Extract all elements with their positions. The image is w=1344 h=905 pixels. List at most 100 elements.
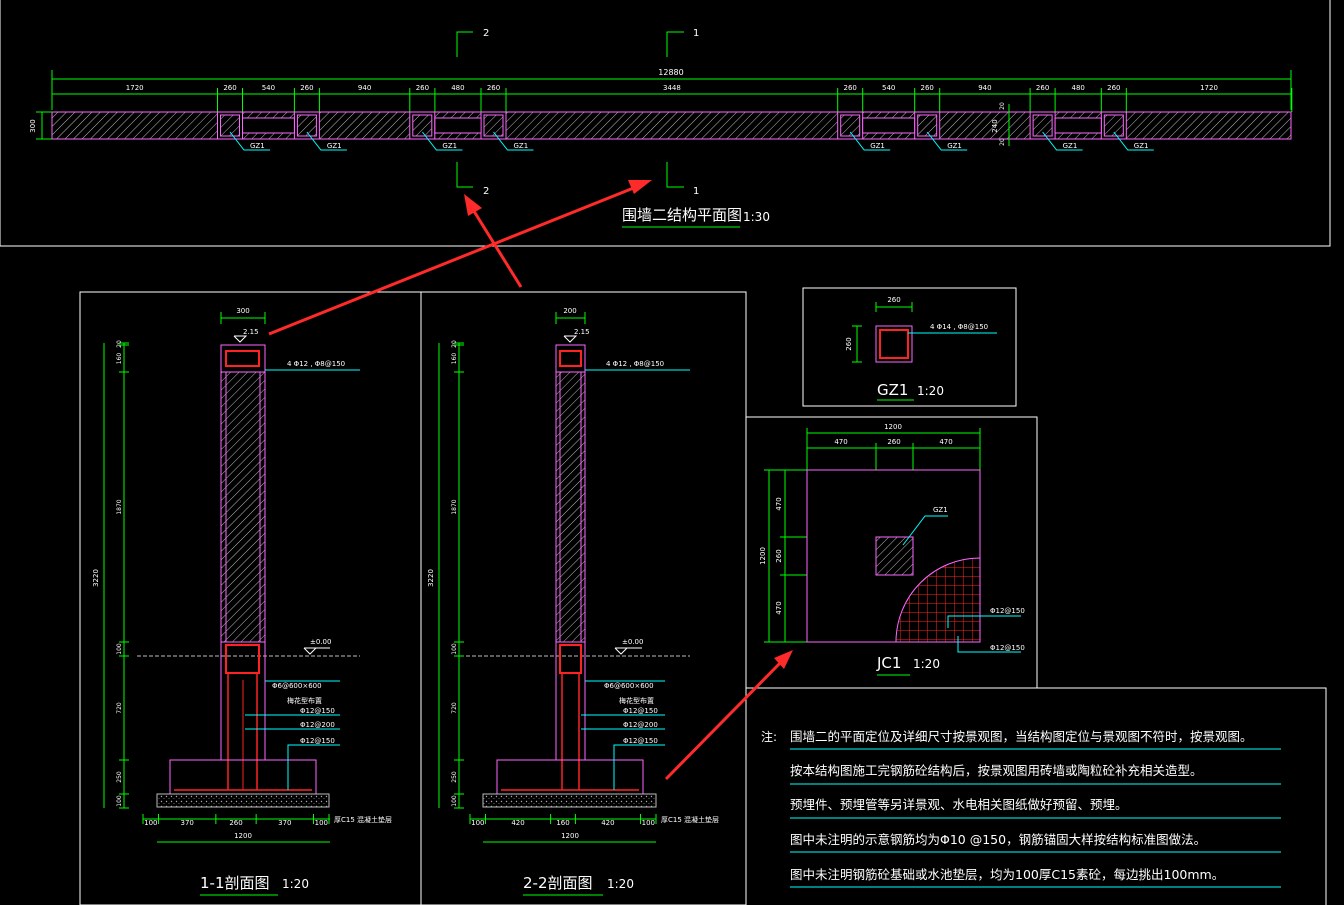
- plan-column-leader: [229, 131, 270, 151]
- arrow-to-jc1: [664, 650, 793, 781]
- plan-segment-dim: 260: [487, 84, 500, 92]
- gz1-width: 260: [887, 296, 900, 304]
- section11-vdim: 100: [116, 643, 123, 655]
- plan-column-leader: [926, 131, 968, 151]
- plan-column-core: [483, 114, 504, 137]
- section22-hdim: 420: [511, 819, 524, 827]
- svg-text:2: 2: [483, 186, 489, 197]
- gz1-rebar: 4 Φ14 , Φ8@150: [930, 323, 988, 331]
- s11-ground: ±0.00: [310, 638, 331, 646]
- s22-beam-rebar: 4 Φ12 , Φ8@150: [606, 360, 664, 368]
- section22-hdim: 420: [601, 819, 614, 827]
- gz1-scale: 1:20: [917, 384, 944, 398]
- plan-segment-dim: 260: [416, 84, 429, 92]
- section-1-1-panel: 300 2.15 4 Φ12 , Φ8@150 ±0.00 Φ6@600×600: [79, 291, 422, 905]
- plan-column-label: GZ1: [514, 142, 529, 150]
- section11-vdim: 250: [116, 771, 123, 783]
- plan-segment-dim: 480: [1072, 84, 1085, 92]
- s11-title: 1-1剖面图: [200, 874, 270, 892]
- plan-column-core: [296, 114, 317, 137]
- plan-scale: 1:30: [743, 210, 770, 224]
- s22-scale: 1:20: [607, 877, 634, 891]
- s22-total-height: 3220: [427, 569, 435, 587]
- svg-text:1: 1: [693, 28, 699, 39]
- plan-column-core: [220, 114, 240, 137]
- jc1-left-dim-2: 260: [775, 549, 783, 562]
- svg-text:1: 1: [693, 186, 699, 197]
- plan-column-leader: [493, 131, 534, 151]
- section22-hdim: 100: [471, 819, 484, 827]
- section22-vdim: 250: [451, 771, 458, 783]
- section11-vdim: 720: [116, 702, 123, 714]
- jc1-scale: 1:20: [913, 657, 940, 671]
- plan-segment-dim: 260: [921, 84, 934, 92]
- arrow-to-section-1: [268, 180, 652, 336]
- plan-column-label: GZ1: [947, 142, 962, 150]
- plan-small-dim-1: 20: [999, 102, 1006, 110]
- s11-rebar-3: Φ12@150: [300, 737, 335, 745]
- section11-hdim: 260: [229, 819, 242, 827]
- plan-segment-dim: 3448: [663, 84, 681, 92]
- s11-beam-elev: 2.15: [243, 328, 259, 336]
- jc1-top-dim-2: 260: [887, 438, 900, 446]
- plan-column-label: GZ1: [327, 142, 342, 150]
- plan-segment-dim: 1720: [1200, 84, 1218, 92]
- s22-cushion: 厚C15 混凝土垫层: [661, 815, 719, 824]
- plan-total-dim: 12880: [658, 68, 683, 77]
- plan-column-leader: [849, 131, 891, 151]
- plan-segment-ticks: [217, 88, 1293, 112]
- jc1-left-dim-1: 470: [775, 497, 783, 510]
- note-3: 预埋件、预埋管等另详景观、水电相关图纸做好预留、预埋。: [790, 797, 1128, 812]
- s11-base-width: 1200: [234, 832, 252, 840]
- s11-scale: 1:20: [282, 877, 309, 891]
- jc1-rebar-2: Φ12@150: [990, 644, 1025, 652]
- section22-vdim: 1870: [451, 499, 458, 514]
- s11-mesh: Φ6@600×600: [272, 682, 322, 690]
- note-2: 按本结构图施工完钢筋砼结构后，按景观图用砖墙或陶粒砼补充相关造型。: [790, 763, 1203, 778]
- plan-segment-dim: 940: [978, 84, 991, 92]
- plan-column-core: [917, 114, 938, 137]
- plan-segment-dim: 260: [300, 84, 313, 92]
- notes-label: 注:: [761, 729, 777, 744]
- s11-mesh-note: 梅花型布置: [287, 696, 322, 705]
- svg-text:2: 2: [483, 28, 489, 39]
- jc1-column: GZ1: [933, 506, 948, 514]
- plan-opening: [1054, 117, 1102, 134]
- plan-column-label: GZ1: [870, 142, 885, 150]
- section-2-2-panel: 200 2.15 4 Φ12 , Φ8@150 ±0.00 Φ6@600×600…: [420, 291, 747, 905]
- plan-column-label: GZ1: [1063, 142, 1078, 150]
- s11-rebar-2: Φ12@200: [300, 721, 335, 729]
- section22-vdim: 100: [451, 795, 458, 807]
- section11-hdim: 370: [181, 819, 194, 827]
- jc1-panel: 1200 470 260 470 1200 470 260 470 GZ1 Φ1…: [745, 416, 1038, 688]
- s11-cushion: 厚C15 混凝土垫层: [334, 815, 392, 824]
- section11-vdim: 1870: [116, 499, 123, 514]
- section-mark-2-bottom: 2: [456, 162, 489, 197]
- plan-column-leader: [1042, 131, 1083, 151]
- plan-segment-dim: 260: [223, 84, 236, 92]
- plan-openings: [242, 117, 1102, 134]
- plan-segment-dim: 260: [1107, 84, 1120, 92]
- s22-top-width: 200: [563, 307, 576, 315]
- gz1-panel: 260 260 4 Φ14 , Φ8@150 GZ1 1:20: [802, 287, 1017, 407]
- section22-vdim: 20: [451, 340, 458, 348]
- section11-vdim: 20: [116, 340, 123, 348]
- s11-top-width: 300: [236, 307, 249, 315]
- jc1-top-dim-3: 470: [939, 438, 952, 446]
- plan-segment-dim: 260: [844, 84, 857, 92]
- s22-rebar-3: Φ12@150: [623, 737, 658, 745]
- section22-vdim: 100: [451, 643, 458, 655]
- plan-opening: [434, 117, 482, 134]
- section11-hdim: 100: [144, 819, 157, 827]
- jc1-total: 1200: [884, 423, 902, 431]
- plan-segment-dim: 260: [1036, 84, 1049, 92]
- section-mark-2-top: 2: [456, 28, 489, 57]
- plan-segment-dim: 1720: [126, 84, 144, 92]
- s22-rebar-2: Φ12@200: [623, 721, 658, 729]
- s22-title: 2-2剖面图: [523, 874, 593, 892]
